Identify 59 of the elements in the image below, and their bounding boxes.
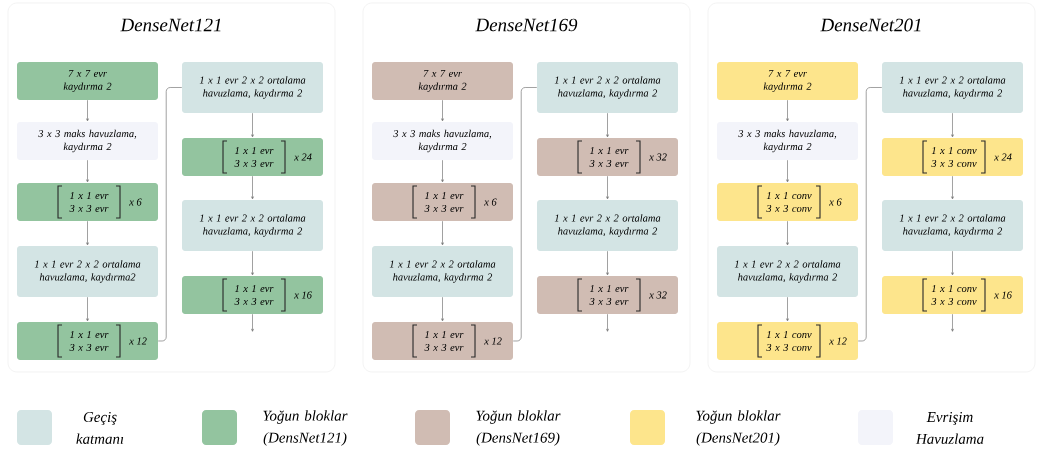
dense-block-box: 1 x 1 conv 3 x 3 conv x 16 <box>882 276 1023 314</box>
arrow <box>441 159 444 183</box>
arrow <box>951 175 954 200</box>
legend-label: Yoğun bloklar (DensNet169) <box>476 410 561 446</box>
arrow <box>606 250 609 276</box>
arrow <box>251 313 254 332</box>
arrow <box>786 99 789 122</box>
dense-block-box: 1 x 1 evr 3 x 3 evr x 32 <box>537 276 678 314</box>
arrow <box>441 220 444 246</box>
transition-box: 1 x 1 evr 2 x 2 ortalama havuzlama, kaydırma 2 <box>372 246 513 297</box>
arrow <box>441 99 444 122</box>
legend-label: Geçiş katmanı <box>76 412 124 444</box>
arrow <box>786 159 789 183</box>
dense-block-box: 1 x 1 conv 3 x 3 conv x 6 <box>717 183 858 221</box>
dense-block-box: 1 x 1 evr 3 x 3 evr x 32 <box>537 138 678 176</box>
transition-box: 1 x 1 evr 2 x 2 ortalama havuzlama, kaydırma 2 <box>537 200 678 251</box>
panel-title: DenseNet201 <box>820 18 921 32</box>
dense-block-box: 1 x 1 conv 3 x 3 conv x 24 <box>882 138 1023 176</box>
panel-title: DenseNet169 <box>475 18 578 32</box>
arrow <box>606 175 609 200</box>
transition-box: 1 x 1 evr 2 x 2 ortalama havuzlama, kaydırma 2 <box>882 62 1023 113</box>
arrow <box>786 296 789 322</box>
arrow <box>951 313 954 332</box>
arrow <box>786 220 789 246</box>
arrow <box>86 159 89 183</box>
dense-block-box: 1 x 1 evr 3 x 3 evr x 6 <box>17 183 158 221</box>
arrow <box>606 112 609 138</box>
arrow <box>606 313 609 332</box>
convolution-box: 7 x 7 evr kaydırma 2 <box>717 62 858 100</box>
arrow <box>951 250 954 276</box>
arrow <box>251 175 254 200</box>
arrow <box>251 250 254 276</box>
legend-label: Yoğun bloklar (DensNet121) <box>263 410 348 446</box>
transition-box: 1 x 1 evr 2 x 2 ortalama havuzlama, kaydırma 2 <box>882 200 1023 251</box>
arrow <box>86 296 89 322</box>
dense-block-box: 1 x 1 evr 3 x 3 evr x 12 <box>372 322 513 360</box>
pooling-box: 3 x 3 maks havuzlama, kaydırma 2 <box>717 122 858 160</box>
arrow <box>86 220 89 246</box>
arrow <box>951 112 954 138</box>
dense-block-box: 1 x 1 evr 3 x 3 evr x 12 <box>17 322 158 360</box>
arrow <box>441 296 444 322</box>
transition-box: 1 x 1 evr 2 x 2 ortalama havuzlama, kaydırma2 <box>17 246 158 297</box>
legend-label: Yoğun bloklar (DensNet201) <box>696 410 781 446</box>
panel-title: DenseNet121 <box>120 18 221 32</box>
convolution-box: 7 x 7 evr kaydırma 2 <box>17 62 158 100</box>
legend-label: Evrişim Havuzlama <box>915 412 984 444</box>
transition-box: 1 x 1 evr 2 x 2 ortalama havuzlama, kaydırma 2 <box>537 62 678 113</box>
convolution-box: 7 x 7 evr kaydırma 2 <box>372 62 513 100</box>
transition-box: 1 x 1 evr 2 x 2 ortalama havuzlama, kaydırma 2 <box>182 62 323 113</box>
pooling-box: 3 x 3 maks havuzlama, kaydırma 2 <box>17 122 158 160</box>
transition-box: 1 x 1 evr 2 x 2 ortalama havuzlama, kaydırma 2 <box>717 246 858 297</box>
dense-block-box: 1 x 1 evr 3 x 3 evr x 24 <box>182 138 323 176</box>
transition-box: 1 x 1 evr 2 x 2 ortalama havuzlama, kaydırma 2 <box>182 200 323 251</box>
arrow <box>251 112 254 138</box>
pooling-box: 3 x 3 maks havuzlama, kaydırma 2 <box>372 122 513 160</box>
dense-block-box: 1 x 1 evr 3 x 3 evr x 16 <box>182 276 323 314</box>
dense-block-box: 1 x 1 conv 3 x 3 conv x 12 <box>717 322 858 360</box>
arrow <box>86 99 89 122</box>
dense-block-box: 1 x 1 evr 3 x 3 evr x 6 <box>372 183 513 221</box>
